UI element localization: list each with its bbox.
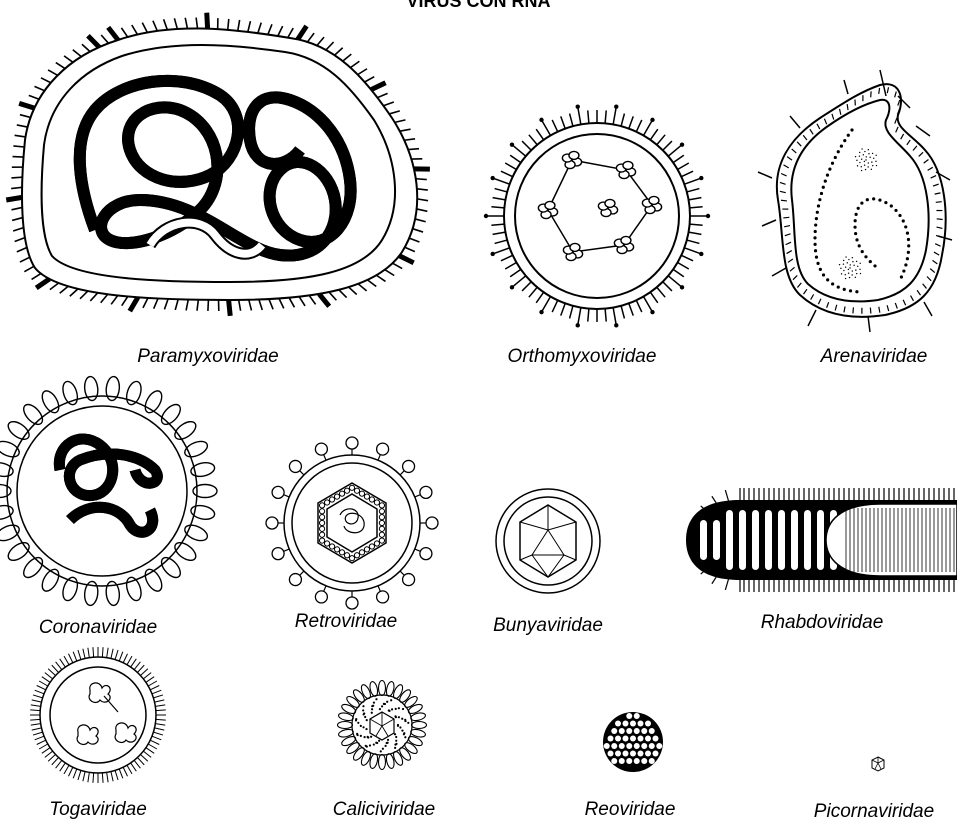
orthomyxoviridae-rnp-clusters xyxy=(538,151,661,260)
label-paramyxoviridae: Paramyxoviridae xyxy=(137,346,279,368)
retroviridae-inner-membrane xyxy=(292,463,412,583)
picornaviridae-drawing xyxy=(872,757,884,771)
retroviridae-core xyxy=(327,494,377,552)
label-caliciviridae: Caliciviridae xyxy=(333,799,435,821)
retroviridae-drawing xyxy=(266,437,438,609)
label-bunyaviridae: Bunyaviridae xyxy=(493,615,603,637)
rhabdoviridae-drawing xyxy=(686,488,957,592)
arenaviridae-envelope xyxy=(777,84,946,317)
orthomyxoviridae-inner-membrane xyxy=(515,134,679,298)
orthomyxoviridae-spikes xyxy=(484,104,710,327)
retroviridae-envelope xyxy=(284,455,420,591)
arenaviridae-inner-membrane xyxy=(791,100,928,302)
bunyaviridae-capsid-facets xyxy=(520,505,576,577)
coronaviridae-drawing xyxy=(0,376,217,606)
label-coronaviridae: Coronaviridae xyxy=(39,617,157,639)
togaviridae-nucleocapsid-clusters xyxy=(77,683,136,745)
paramyxoviridae-drawing xyxy=(6,13,430,316)
label-orthomyxoviridae: Orthomyxoviridae xyxy=(508,346,657,368)
orthomyxoviridae-envelope xyxy=(504,123,690,309)
label-arenaviridae: Arenaviridae xyxy=(821,346,928,368)
orthomyxoviridae-drawing xyxy=(484,104,710,327)
coronaviridae-nucleocapsid xyxy=(59,439,157,532)
label-reoviridae: Reoviridae xyxy=(585,799,676,821)
label-retroviridae: Retroviridae xyxy=(295,611,397,633)
label-picornaviridae: Picornaviridae xyxy=(814,801,934,823)
togaviridae-drawing xyxy=(30,647,166,783)
retroviridae-rna xyxy=(340,509,364,533)
togaviridae-inner-membrane xyxy=(50,667,146,763)
caliciviridae-drawing xyxy=(338,681,427,770)
label-rhabdoviridae: Rhabdoviridae xyxy=(761,612,884,634)
togaviridae-envelope xyxy=(40,657,156,773)
reoviridae-drawing xyxy=(603,712,663,772)
bunyaviridae-drawing xyxy=(496,489,600,593)
label-togaviridae: Togaviridae xyxy=(49,799,147,821)
retroviridae-capsid xyxy=(318,483,386,563)
arenaviridae-drawing xyxy=(758,70,952,332)
paramyxoviridae-nucleocapsid xyxy=(80,81,351,256)
